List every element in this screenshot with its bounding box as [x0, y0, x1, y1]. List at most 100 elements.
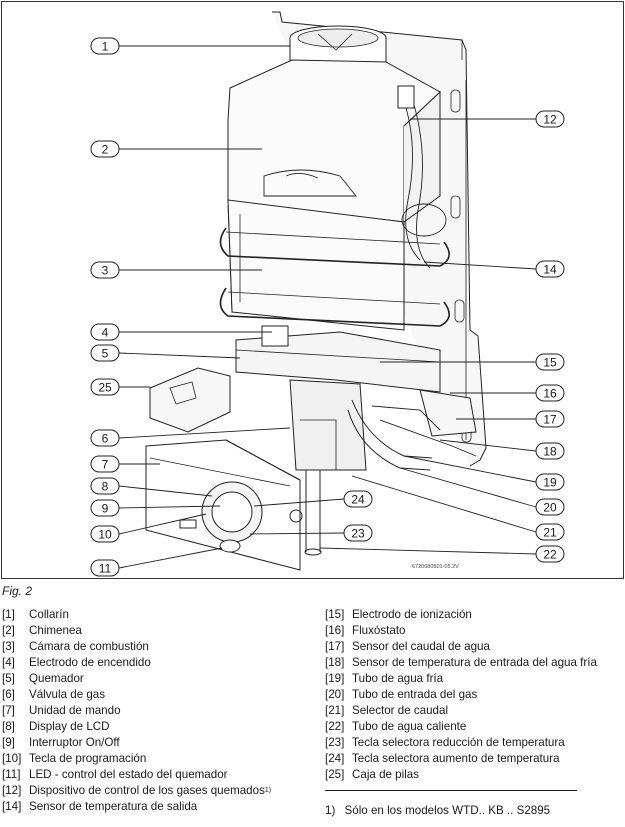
callout-number: 20	[543, 501, 557, 515]
legend-number: [10]	[2, 752, 22, 765]
legend-item: [1]Collarín	[2, 607, 302, 623]
legend-number: [3]	[2, 640, 15, 653]
legend-item: [11] LED - control del estado del quemado…	[2, 767, 302, 783]
callout-15: 15	[535, 353, 565, 371]
legend-number: [16]	[325, 624, 345, 637]
legend-item: [9] Interruptor On/Off	[2, 735, 302, 751]
legend-text: Tubo de agua caliente	[352, 720, 467, 733]
callout-number: 10	[98, 528, 112, 542]
legend-text: Fluxóstato	[352, 624, 406, 637]
legend-item: [4] Electrodo de encendido	[2, 655, 302, 671]
legend-text: Quemador	[29, 672, 84, 685]
legend-item: [23]Tecla selectora reducción de tempera…	[325, 735, 625, 751]
footnote-text: Sólo en los modelos WTD.. KB .. S2895	[344, 804, 551, 817]
callout-19: 19	[535, 473, 565, 491]
callout-20: 20	[535, 498, 565, 516]
legend-right-column: [15] Electrodo de ionización [16] Fluxóstat…	[325, 607, 625, 783]
figure-frame	[1, 1, 624, 579]
footnote-divider	[325, 790, 577, 791]
legend-item: [14]Sensor de temperatura de salida	[2, 799, 302, 815]
callout-25: 25	[90, 378, 120, 396]
callout-number: 4	[102, 326, 109, 340]
legend-text: Cámara de combustión	[29, 640, 149, 653]
callout-number: 18	[543, 445, 557, 459]
callout-6: 6	[90, 429, 120, 447]
legend-number: [12]	[2, 784, 22, 797]
legend-text: Electrodo de encendido	[29, 656, 151, 669]
callout-23: 23	[343, 524, 373, 542]
legend-number: [11]	[2, 768, 21, 781]
callout-number: 8	[102, 480, 109, 494]
legend-text: Dispositivo de control de los gases quem…	[29, 784, 265, 797]
legend-number: [17]	[325, 640, 345, 653]
legend-text: LED - control del estado del quemador	[29, 768, 228, 781]
callout-9: 9	[90, 499, 120, 517]
legend-text: Sensor de temperatura de entrada del agu…	[352, 656, 597, 669]
legend-text: Tubo de agua fría	[352, 672, 444, 685]
legend-text: Collarín	[29, 608, 69, 621]
callout-number: 1	[102, 40, 109, 54]
legend-text: Selector de caudal	[352, 704, 449, 717]
callout-number: 19	[543, 476, 557, 490]
legend-number: [7]	[2, 704, 15, 717]
legend-text: Interruptor On/Off	[29, 736, 120, 749]
legend-number: [9]	[2, 736, 15, 749]
legend-text: Tecla selectora aumento de temperatura	[352, 752, 560, 765]
legend-item: [8] Display de LCD	[2, 719, 302, 735]
legend-item: [19] Tubo de agua fría	[325, 671, 625, 687]
legend-text: Display de LCD	[29, 720, 110, 733]
legend-text: Unidad de mando	[29, 704, 121, 717]
callout-10: 10	[90, 525, 120, 543]
figure-caption: Fig. 2	[2, 584, 33, 598]
callout-number: 17	[543, 413, 557, 427]
figure-reference-code: 6720680501-05.2V	[412, 564, 459, 570]
callout-1: 1	[90, 37, 120, 55]
leader-lines	[118, 45, 537, 569]
heater-drawing	[145, 11, 487, 571]
callout-2: 2	[90, 140, 120, 158]
legend-number: [19]	[325, 672, 345, 685]
legend-item: [20]Tubo de entrada del gas	[325, 687, 625, 703]
callout-number: 16	[543, 387, 557, 401]
legend-item: [22]Tubo de agua caliente	[325, 719, 625, 735]
callout-number: 25	[98, 381, 112, 395]
callout-number: 14	[543, 263, 557, 277]
callout-14: 14	[535, 260, 565, 278]
legend-number: [23]	[325, 736, 345, 749]
legend-number: [25]	[325, 768, 345, 781]
footnote: 1) Sólo en los modelos WTD.. KB .. S2895	[325, 804, 550, 817]
callout-7: 7	[90, 455, 120, 473]
callout-number: 7	[102, 458, 109, 472]
legend-item: [7] Unidad de mando	[2, 703, 302, 719]
legend-number: [2]	[2, 624, 15, 637]
legend-number: [14]	[2, 800, 22, 813]
callout-number: 3	[102, 264, 109, 278]
callout-number: 9	[102, 502, 109, 516]
callout-11: 11	[90, 559, 120, 577]
callout-21: 21	[535, 523, 565, 541]
callout-18: 18	[535, 442, 565, 460]
legend-text: Chimenea	[29, 624, 82, 637]
callout-number: 23	[351, 527, 365, 541]
legend-item: [21] Selector de caudal	[325, 703, 625, 719]
legend-number: [21]	[325, 704, 345, 717]
legend-text: Electrodo de ionización	[352, 608, 472, 621]
callout-number: 12	[543, 113, 557, 127]
legend-item: [18] Sensor de temperatura de entrada del…	[325, 655, 625, 671]
legend-text: Caja de pilas	[352, 768, 420, 781]
legend-number: [4]	[2, 656, 15, 669]
callout-number: 6	[102, 432, 109, 446]
callout-number: 22	[543, 548, 557, 562]
callout-8: 8	[90, 477, 120, 495]
legend-item: [25] Caja de pilas	[325, 767, 625, 783]
legend-item: [3] Cámara de combustión	[2, 639, 302, 655]
legend-number: [15]	[325, 608, 345, 621]
legend-text: Tubo de entrada del gas	[352, 688, 478, 701]
legend-number: [24]	[325, 752, 345, 765]
callout-16: 16	[535, 384, 565, 402]
legend-text: Válvula de gas	[29, 688, 106, 701]
legend-item: [24] Tecla selectora aumento de temperatu…	[325, 751, 625, 767]
callout-22: 22	[535, 545, 565, 563]
legend-number: [18]	[325, 656, 345, 669]
legend-number: [8]	[2, 720, 15, 733]
